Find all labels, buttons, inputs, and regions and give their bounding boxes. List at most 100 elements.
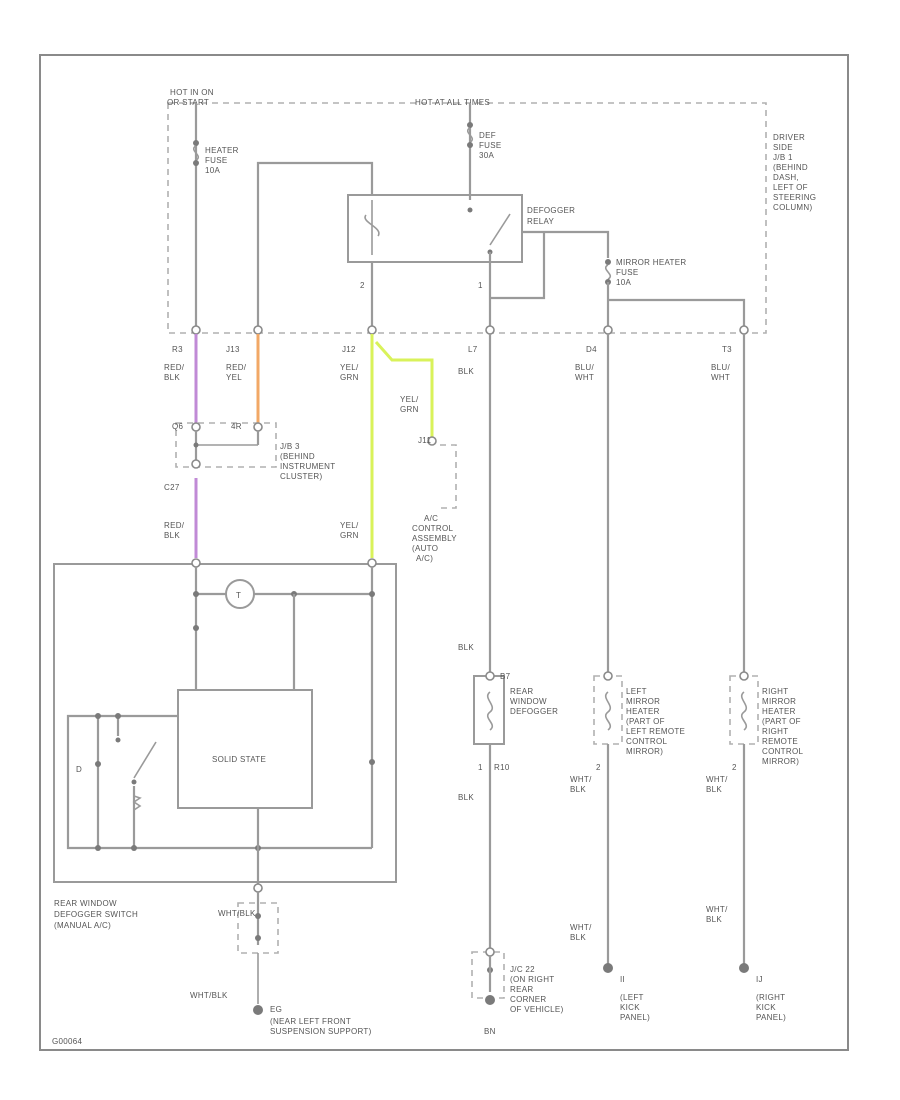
svg-text:WHT/: WHT/ [570,923,592,932]
svg-text:MIRROR): MIRROR) [762,757,799,766]
jb1-label: DRIVER SIDE J/B 1 (BEHIND DASH, LEFT OF … [773,133,816,212]
switch-ground-connector [237,902,279,954]
svg-text:MIRROR): MIRROR) [626,747,663,756]
svg-text:RED/: RED/ [164,363,185,372]
heater-fuse-label: HEATER FUSE 10A [205,146,239,175]
conn-t3: T3 [722,345,732,354]
svg-text:(RIGHT: (RIGHT [756,993,785,1002]
svg-text:BLK: BLK [164,373,180,382]
ground-ij-label: (RIGHT KICK PANEL) [756,993,786,1022]
conn-d4: D4 [586,345,597,354]
svg-text:BLK: BLK [570,933,586,942]
ground-eg-label: (NEAR LEFT FRONT SUSPENSION SUPPORT) [270,1017,371,1036]
svg-text:WINDOW: WINDOW [510,697,547,706]
svg-text:J/B 3: J/B 3 [280,442,300,451]
ground-bn-symbol [485,995,495,1005]
svg-text:(ON RIGHT: (ON RIGHT [510,975,554,984]
svg-text:BLU/: BLU/ [575,363,594,372]
wire-color-blk-l7: BLK [458,367,474,376]
defogger-ground-conn: R10 [494,763,510,772]
svg-text:LEFT: LEFT [626,687,647,696]
def-fuse-label: DEF FUSE 30A [479,131,502,160]
defogger-pin-b7: B7 [500,672,511,681]
svg-text:WHT: WHT [711,373,730,382]
svg-text:DEFOGGER: DEFOGGER [527,206,575,215]
left-mirror-label: LEFT MIRROR HEATER (PART OF LEFT REMOTE … [626,687,685,756]
svg-text:RED/: RED/ [164,521,185,530]
svg-text:DEF: DEF [479,131,496,140]
svg-text:RED/: RED/ [226,363,247,372]
heater-fuse-symbol [192,140,200,166]
svg-text:PANEL): PANEL) [756,1013,786,1022]
svg-text:COLUMN): COLUMN) [773,203,812,212]
svg-text:DEFOGGER SWITCH: DEFOGGER SWITCH [54,910,138,919]
ac-control-label: A/C CONTROL ASSEMBLY (AUTO A/C) [412,514,457,563]
wire-color-wht-blk-ground: WHT/BLK [190,991,228,1000]
svg-text:GRN: GRN [400,405,419,414]
ground-ii-label: (LEFT KICK PANEL) [620,993,650,1022]
switch-pin-d: D [76,765,82,774]
svg-text:DASH,: DASH, [773,173,799,182]
outer-frame [39,54,849,1051]
svg-text:CONTROL: CONTROL [626,737,667,746]
svg-text:BLK: BLK [570,785,586,794]
svg-text:HEATER: HEATER [205,146,239,155]
svg-text:HEATER: HEATER [762,707,796,716]
relay-pin-2: 2 [360,281,365,290]
svg-text:BLK: BLK [706,785,722,794]
svg-text:KICK: KICK [620,1003,640,1012]
svg-text:MIRROR: MIRROR [762,697,796,706]
svg-text:PANEL): PANEL) [620,1013,650,1022]
svg-text:LEFT REMOTE: LEFT REMOTE [626,727,685,736]
svg-text:(BEHIND: (BEHIND [280,452,315,461]
rear-window-defogger [473,675,505,745]
defogger-relay [347,194,523,263]
svg-text:(MANUAL A/C): (MANUAL A/C) [54,921,111,930]
label-or-start: OR START [167,98,209,107]
svg-text:HEATER: HEATER [626,707,660,716]
svg-text:A/C): A/C) [416,554,433,563]
svg-text:STEERING: STEERING [773,193,816,202]
svg-text:DEFOGGER: DEFOGGER [510,707,558,716]
wire-color-blu-wht-t3: BLU/ WHT [711,363,730,382]
jb1-boundary [167,102,767,334]
jb1-connector-pins [191,325,749,335]
svg-text:SIDE: SIDE [773,143,793,152]
svg-text:LEFT OF: LEFT OF [773,183,808,192]
svg-text:YEL/: YEL/ [340,363,359,372]
svg-text:REAR: REAR [510,985,533,994]
svg-text:RELAY: RELAY [527,217,555,226]
ground-ii: II [620,975,625,984]
svg-text:WHT/: WHT/ [570,775,592,784]
conn-c27: C27 [164,483,180,492]
conn-r3: R3 [172,345,183,354]
wire-color-wht-blk-right-mirror: WHT/ BLK [706,775,728,794]
def-fuse-symbol [466,122,474,148]
svg-text:(AUTO: (AUTO [412,544,438,553]
jb3-label: J/B 3 (BEHIND INSTRUMENT CLUSTER) [280,442,335,481]
conn-j11: J11 [418,436,431,445]
svg-text:RIGHT: RIGHT [762,687,788,696]
svg-text:FUSE: FUSE [479,141,502,150]
ground-eg-symbol [253,1005,263,1015]
junction-label: J/C 22 (ON RIGHT REAR CORNER OF VEHICLE) [510,965,563,1014]
wire-color-red-blk-2: RED/ BLK [164,521,185,540]
wire-color-yel-grn-2: YEL/ GRN [400,395,419,414]
svg-text:WHT/: WHT/ [706,775,728,784]
ground-ii-symbol [603,963,613,973]
jb3-pin-q6: Q6 [172,422,184,431]
svg-text:FUSE: FUSE [616,268,639,277]
svg-text:CORNER: CORNER [510,995,546,1004]
svg-text:DRIVER: DRIVER [773,133,805,142]
svg-text:(PART OF: (PART OF [762,717,801,726]
wire-color-yel-grn-3: YEL/ GRN [340,521,359,540]
right-mirror-heater [729,675,759,745]
svg-text:10A: 10A [205,166,220,175]
svg-text:ASSEMBLY: ASSEMBLY [412,534,457,543]
svg-text:30A: 30A [479,151,494,160]
svg-text:10A: 10A [616,278,631,287]
wire-color-red-yel: RED/ YEL [226,363,247,382]
svg-text:(BEHIND: (BEHIND [773,163,808,172]
solid-state-module [177,689,313,809]
ground-eg: EG [270,1005,282,1014]
